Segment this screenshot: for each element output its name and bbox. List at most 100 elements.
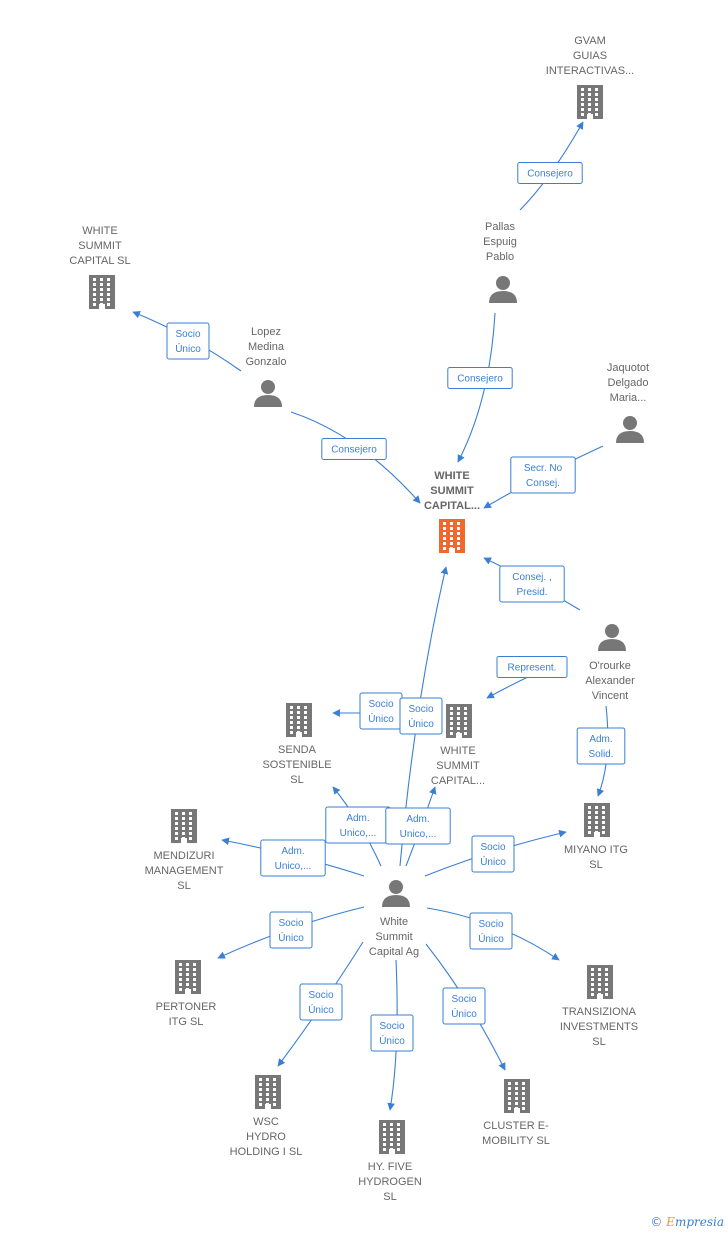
edge-pallas-center	[457, 312, 496, 463]
node-label: SOSTENIBLE	[262, 759, 331, 771]
node-wsc_mid[interactable]: WHITESUMMITCAPITAL...	[431, 704, 485, 787]
node-label: MANAGEMENT	[145, 865, 224, 877]
edge-label-ag-wsc_mid-adm[interactable]: Adm.Unico,...	[385, 807, 451, 845]
company-building-icon	[286, 703, 312, 737]
company-building-icon	[587, 965, 613, 999]
edge-label-text: Consej. ,	[512, 572, 551, 583]
edge-label-box	[370, 1014, 414, 1052]
node-label: Medina	[248, 341, 285, 353]
company-building-icon	[577, 85, 603, 119]
edge-label-text: Adm.	[281, 846, 304, 857]
edge-label-text: Socio	[278, 918, 303, 929]
edge-label-text: Consej.	[526, 478, 560, 489]
person-icon	[598, 624, 626, 651]
node-cluster[interactable]: CLUSTER E-MOBILITY SL	[482, 1079, 550, 1147]
edge-label-lopez-center[interactable]: Consejero	[321, 438, 387, 460]
edge-label-ag-senda-adm[interactable]: Adm.Unico,...	[325, 806, 391, 844]
edge-label-text: Socio	[175, 329, 200, 340]
node-label: SL	[589, 859, 602, 871]
node-label: SL	[383, 1191, 396, 1203]
edge-label-text: Represent.	[508, 663, 557, 674]
edge-label-ag-mendizuri[interactable]: Adm.Unico,...	[260, 839, 326, 877]
empresia-logo[interactable]: © Empresia	[650, 1215, 724, 1229]
edge-label-orourke-wsc_mid[interactable]: Represent.	[496, 656, 568, 678]
company-building-icon	[446, 704, 472, 738]
edge-label-text: Único	[478, 932, 504, 945]
edge-label-text: Solid.	[588, 749, 613, 760]
edge-label-text: Único	[480, 855, 506, 868]
company-building-icon	[175, 960, 201, 994]
person-icon	[382, 880, 410, 907]
edge-label-orourke-center[interactable]: Consej. , Presid.	[499, 565, 565, 603]
node-label: Capital Ag	[369, 946, 419, 958]
edge-label-text: Consejero	[457, 374, 503, 385]
node-label: WSC	[253, 1116, 279, 1128]
edge-label-pallas-center[interactable]: Consejero	[447, 367, 513, 389]
node-label: GVAM	[574, 35, 606, 47]
edge-label-text: Socio	[451, 994, 476, 1005]
node-label: CAPITAL...	[424, 500, 480, 512]
node-label: SENDA	[278, 744, 317, 756]
node-label: GUIAS	[573, 50, 607, 62]
node-label: HOLDING I SL	[230, 1146, 303, 1158]
edge-label-text: Unico,...	[400, 829, 437, 840]
main-company-building-icon	[439, 519, 465, 553]
company-building-icon	[89, 275, 115, 309]
person-icon	[254, 380, 282, 407]
edge-label-text: Socio	[379, 1021, 404, 1032]
node-label: CAPITAL SL	[69, 255, 130, 267]
person-icon	[489, 276, 517, 303]
edge-label-box	[471, 835, 515, 873]
edge-label-text: Presid.	[516, 587, 547, 598]
edge-label-box	[399, 697, 443, 735]
node-label: PERTONER	[156, 1001, 217, 1013]
edge-label-pallas-gvam[interactable]: Consejero	[517, 162, 583, 184]
edge-label-text: Adm.	[346, 813, 369, 824]
edge-label-box	[499, 565, 565, 603]
node-label: INVESTMENTS	[560, 1021, 638, 1033]
company-building-icon	[379, 1120, 405, 1154]
edge-label-box	[385, 807, 451, 845]
node-label: O'rourke	[589, 660, 631, 672]
node-center[interactable]: WHITE SUMMIT CAPITAL...	[424, 470, 480, 553]
node-label: WHITE	[434, 470, 469, 482]
node-label: White	[380, 916, 408, 928]
edge-label-box	[447, 367, 513, 389]
edge-label-orourke-miyano[interactable]: Adm. Solid.	[576, 727, 626, 765]
node-label: Maria...	[610, 392, 647, 404]
node-label: HYDRO	[246, 1131, 286, 1143]
node-label: SUMMIT	[430, 485, 474, 497]
edge-label-text: Adm.	[589, 734, 612, 745]
node-label: Delgado	[608, 377, 649, 389]
company-building-icon	[504, 1079, 530, 1113]
node-label: INTERACTIVAS...	[546, 65, 634, 77]
node-gvam[interactable]: GVAM GUIAS INTERACTIVAS...	[546, 35, 634, 119]
node-jaquotot[interactable]: JaquototDelgadoMaria...	[607, 362, 649, 443]
node-wsc_hydro[interactable]: WSC HYDRO HOLDING I SL	[230, 1075, 303, 1158]
edge-label-box	[166, 322, 210, 360]
edge-label-text: Socio	[408, 704, 433, 715]
node-label: Vincent	[592, 690, 629, 702]
